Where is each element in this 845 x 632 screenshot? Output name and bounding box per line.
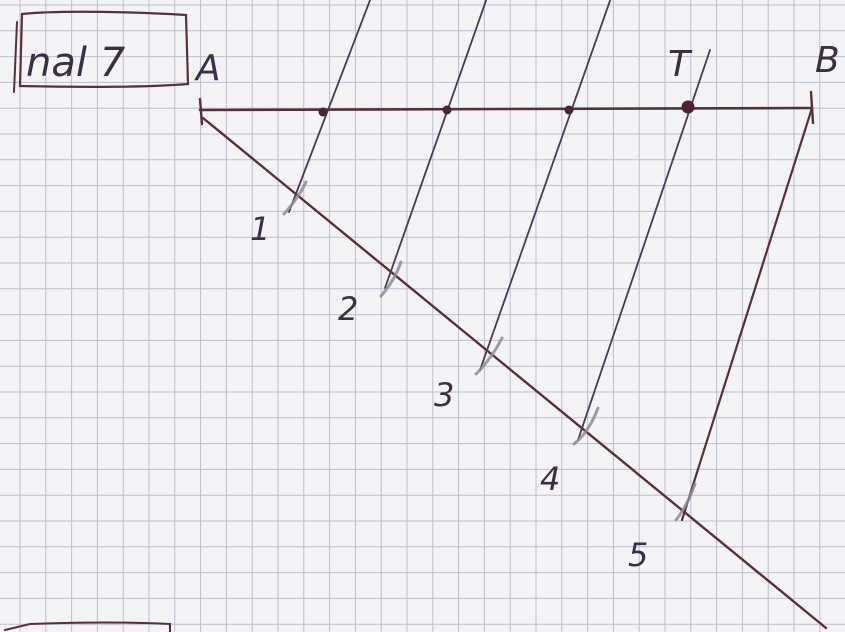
parallel-line-3 xyxy=(479,0,612,371)
bottom-box-fragment xyxy=(4,621,171,632)
connecting-line-5b xyxy=(680,106,814,522)
division-label-5: 5 xyxy=(628,536,648,574)
parallel-line-1 xyxy=(288,0,372,213)
division-point-1 xyxy=(318,107,328,117)
label-a: A xyxy=(194,48,221,89)
parallel-line-2 xyxy=(384,0,488,289)
point-t xyxy=(681,100,695,114)
division-point-2 xyxy=(442,105,452,115)
division-point-3 xyxy=(564,105,574,115)
title-box: nal 7 xyxy=(13,10,190,93)
division-label-2: 2 xyxy=(338,290,358,328)
compass-marks xyxy=(282,180,697,522)
parallel-lines xyxy=(288,0,814,522)
division-points xyxy=(318,100,695,117)
division-label-4: 4 xyxy=(540,460,560,498)
parallel-line-4 xyxy=(577,49,711,441)
tick-a xyxy=(198,97,204,126)
label-b: B xyxy=(815,40,840,81)
point-labels: A T B xyxy=(194,40,840,89)
division-label-1: 1 xyxy=(250,210,270,248)
title-text: nal 7 xyxy=(26,40,126,86)
division-label-3: 3 xyxy=(434,376,454,414)
ray-from-a xyxy=(201,116,828,630)
label-t: T xyxy=(668,44,693,85)
division-labels: 1 2 3 4 5 xyxy=(250,210,648,574)
